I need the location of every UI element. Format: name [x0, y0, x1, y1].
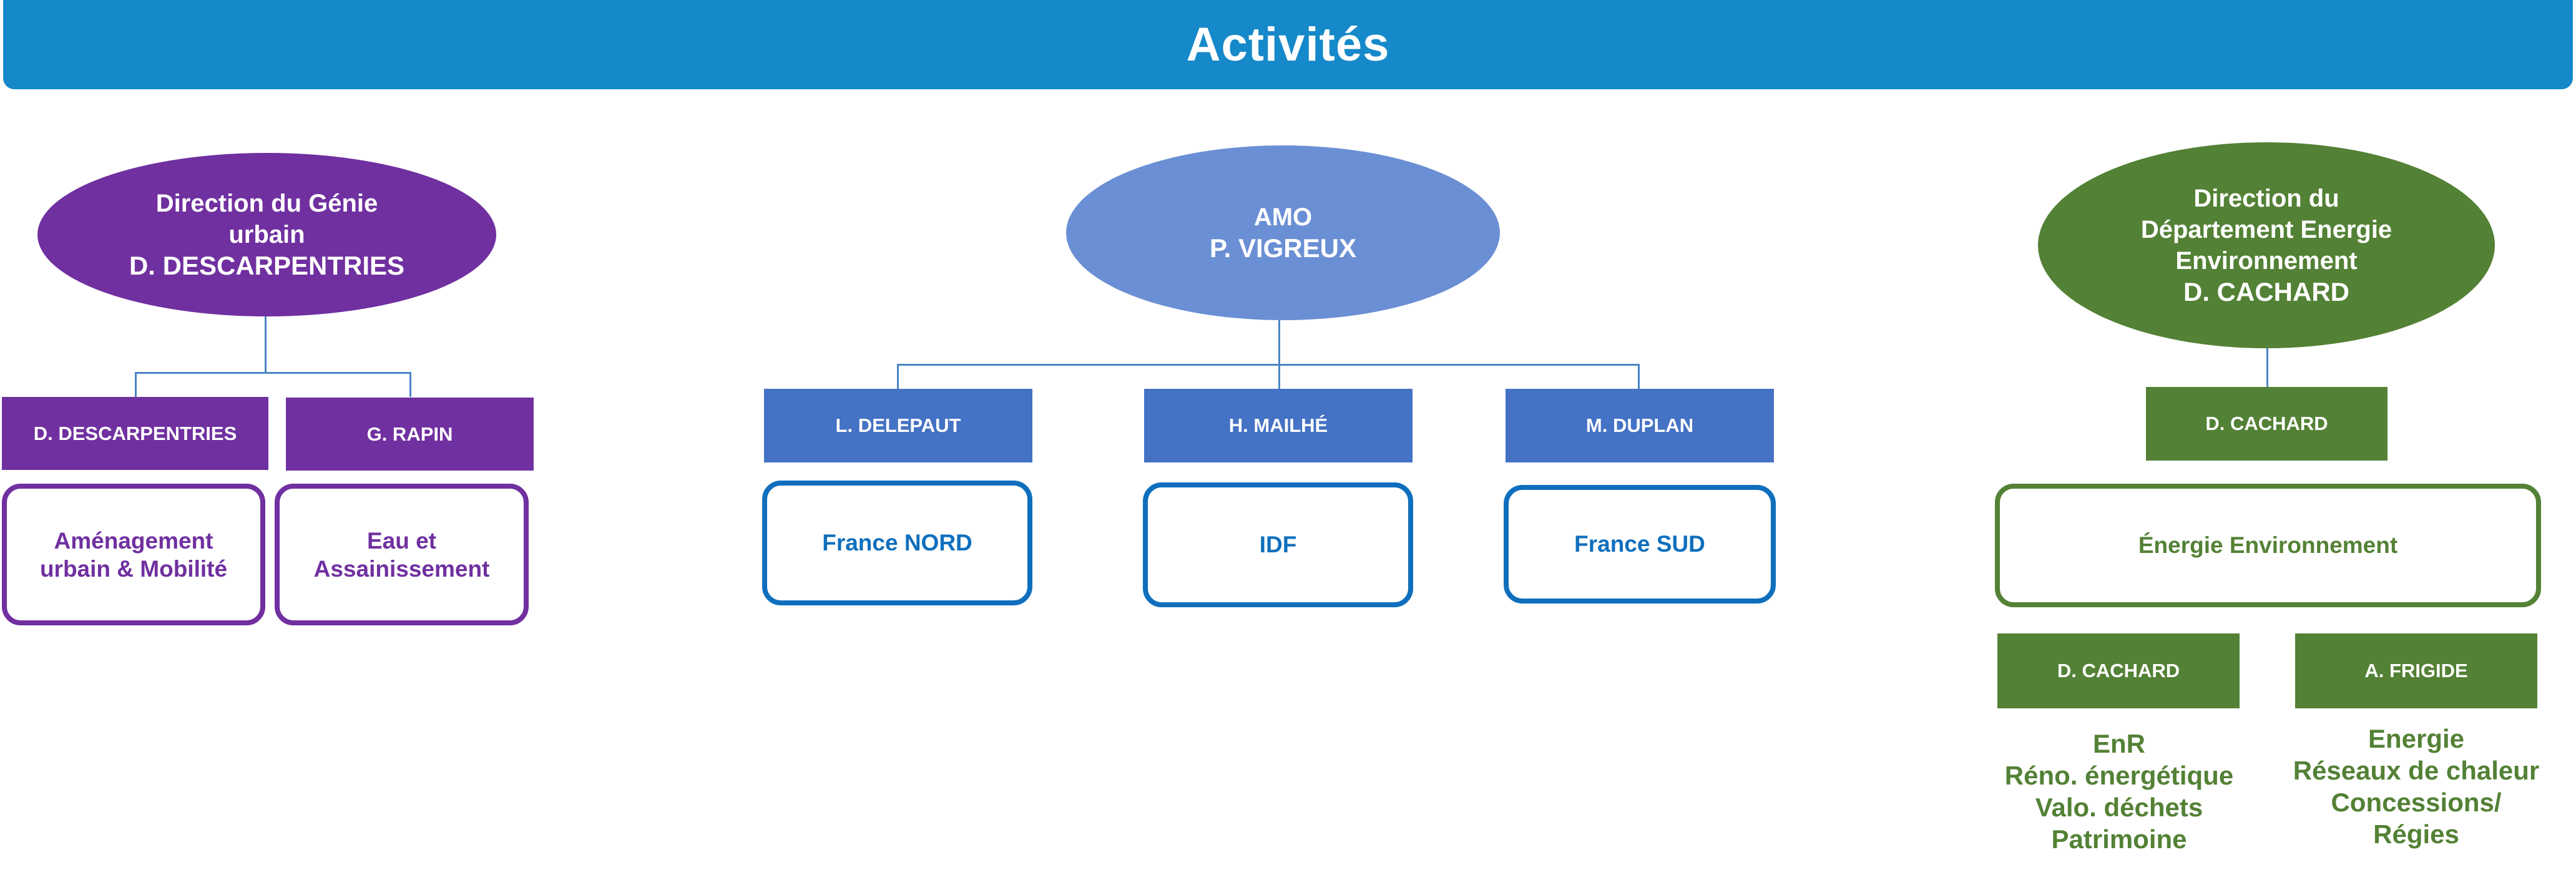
- energie-lead-activity: Énergie Environnement: [1995, 484, 2541, 607]
- energie-member-name-2-label: A. FRIGIDE: [2364, 660, 2468, 682]
- energie-member-activity-2-line-3: Concessions/: [2331, 788, 2502, 817]
- amo-connector-vertical: [1278, 320, 1280, 389]
- energie-member-activity-2: Energie Réseaux de chaleur Concessions/ …: [2266, 723, 2567, 850]
- genie-urbain-activity-1-line-2: urbain & Mobilité: [39, 555, 228, 582]
- genie-urbain-activity-1-line-1: Aménagement: [54, 527, 213, 554]
- energie-member-activity-1-line-2: Réno. énergétique: [2004, 761, 2234, 790]
- amo-activity-2: IDF: [1143, 482, 1413, 607]
- genie-urbain-activity-2: Eau et Assainissement: [275, 484, 529, 625]
- amo-member-name-3: M. DUPLAN: [1506, 389, 1774, 462]
- amo-connector-right: [1638, 364, 1640, 389]
- energie-head-line-3: Environnement: [2175, 247, 2358, 275]
- amo-head-line-1: AMO: [1253, 203, 1313, 231]
- amo-member-name-1-label: L. DELEPAUT: [835, 414, 961, 436]
- amo-activity-3-label: France SUD: [1574, 531, 1705, 557]
- amo-activity-3: France SUD: [1504, 485, 1776, 604]
- amo-activity-1-label: France NORD: [822, 530, 972, 555]
- genie-urbain-head-line-2: urbain: [228, 221, 305, 248]
- energie-member-activity-1: EnR Réno. énergétique Valo. déchets Patr…: [1972, 728, 2266, 855]
- genie-urbain-head: Direction du Génie urbain D. DESCARPENTR…: [37, 153, 496, 316]
- amo-member-name-3-label: M. DUPLAN: [1585, 414, 1694, 436]
- energie-member-name-2: A. FRIGIDE: [2295, 633, 2537, 708]
- energie-head: Direction du Département Energie Environ…: [2038, 142, 2495, 348]
- energie-head-line-4: D. CACHARD: [2183, 277, 2349, 306]
- energie-member-name-1-label: D. CACHARD: [2057, 660, 2180, 682]
- energie-lead-activity-label: Énergie Environnement: [2138, 532, 2398, 558]
- amo-activity-2-label: IDF: [1259, 532, 1297, 557]
- amo-connector-horizontal: [897, 364, 1640, 366]
- genie-urbain-connector-left: [135, 372, 137, 397]
- amo-head-line-2: P. VIGREUX: [1210, 233, 1356, 263]
- amo-member-name-1: L. DELEPAUT: [764, 389, 1032, 462]
- genie-urbain-connector-vertical: [265, 316, 267, 373]
- energie-lead-name-label: D. CACHARD: [2205, 413, 2328, 434]
- energie-lead-name: D. CACHARD: [2146, 387, 2387, 461]
- energie-head-line-2: Département Energie: [2140, 216, 2392, 243]
- energie-member-activity-2-line-4: Régies: [2373, 819, 2459, 849]
- energie-member-activity-2-line-1: Energie: [2368, 724, 2465, 753]
- energie-member-activity-2-line-2: Réseaux de chaleur: [2293, 756, 2540, 785]
- genie-urbain-activity-1: Aménagement urbain & Mobilité: [2, 484, 265, 625]
- amo-member-name-2: H. MAILHÉ: [1144, 389, 1413, 462]
- genie-urbain-activity-2-line-1: Eau et: [366, 527, 437, 554]
- genie-urbain-head-line-3: D. DESCARPENTRIES: [129, 251, 405, 280]
- amo-member-name-2-label: H. MAILHÉ: [1228, 414, 1328, 436]
- page-title: Activités: [1186, 18, 1390, 71]
- genie-urbain-member-name-2: G. RAPIN: [286, 398, 534, 471]
- energie-head-line-1: Direction du: [2193, 185, 2339, 212]
- energie-member-name-1: D. CACHARD: [1997, 633, 2240, 708]
- amo-activity-1: France NORD: [762, 481, 1032, 605]
- energie-member-activity-1-line-3: Valo. déchets: [2035, 793, 2203, 822]
- genie-urbain-connector-right: [409, 372, 411, 397]
- amo-head: AMO P. VIGREUX: [1066, 145, 1500, 320]
- genie-urbain-member-name-1: D. DESCARPENTRIES: [2, 397, 268, 470]
- energie-member-activity-1-line-1: EnR: [2093, 729, 2145, 758]
- energie-member-activity-1-line-4: Patrimoine: [2051, 824, 2187, 854]
- genie-urbain-head-line-1: Direction du Génie: [155, 190, 378, 217]
- energie-connector-vertical: [2266, 348, 2268, 387]
- genie-urbain-activity-2-line-2: Assainissement: [313, 555, 490, 582]
- genie-urbain-member-name-1-label: D. DESCARPENTRIES: [33, 422, 237, 444]
- genie-urbain-connector-horizontal: [135, 372, 411, 374]
- header-bar: Activités: [3, 0, 2573, 89]
- genie-urbain-member-name-2-label: G. RAPIN: [366, 423, 453, 445]
- amo-connector-left: [897, 364, 899, 389]
